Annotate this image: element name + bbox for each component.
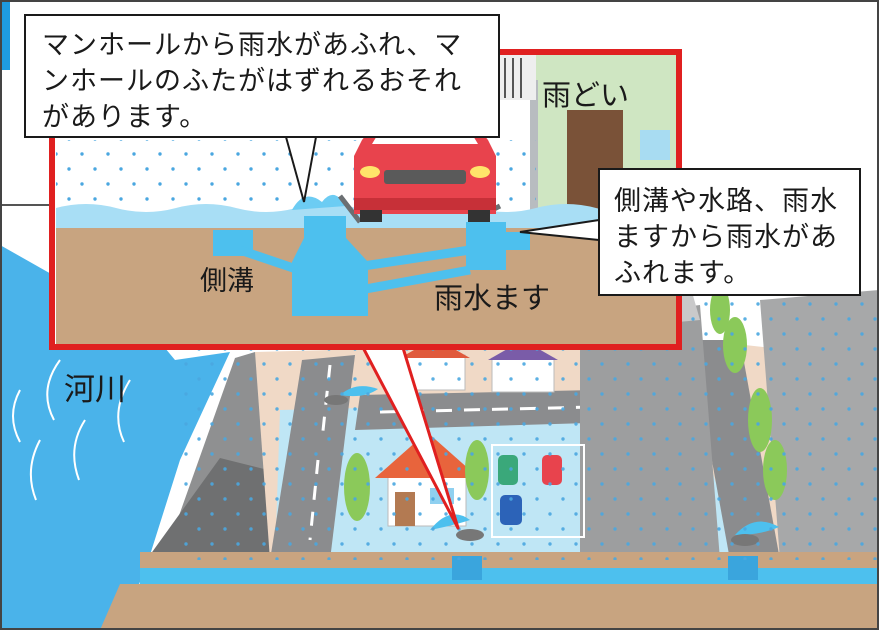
railing — [504, 58, 522, 98]
callout-tail — [285, 136, 317, 203]
ground-soil — [100, 584, 879, 630]
inset-window — [640, 130, 670, 160]
callout-tail — [519, 219, 600, 241]
river-label: 河川 — [64, 372, 126, 408]
downspout-label: 雨どい — [542, 78, 630, 112]
river-waves — [12, 359, 131, 501]
manhole-warning-callout: マンホールから雨水があふれ、マンホールのふたがはずれるおそれがあります。 — [24, 14, 500, 138]
side-ditch-label: 側溝 — [200, 266, 254, 297]
accent-bar — [0, 0, 10, 70]
rainwater-basin-label: 雨水ます — [434, 281, 551, 315]
manhole-shaft — [292, 216, 368, 316]
basin-connector — [506, 232, 530, 250]
rainwater-basin — [466, 222, 506, 270]
ditch-warning-callout: 側溝や水路、雨水ますから雨水があふれます。 — [598, 168, 861, 296]
side-channel — [140, 568, 879, 584]
manhole-lid — [338, 194, 362, 224]
